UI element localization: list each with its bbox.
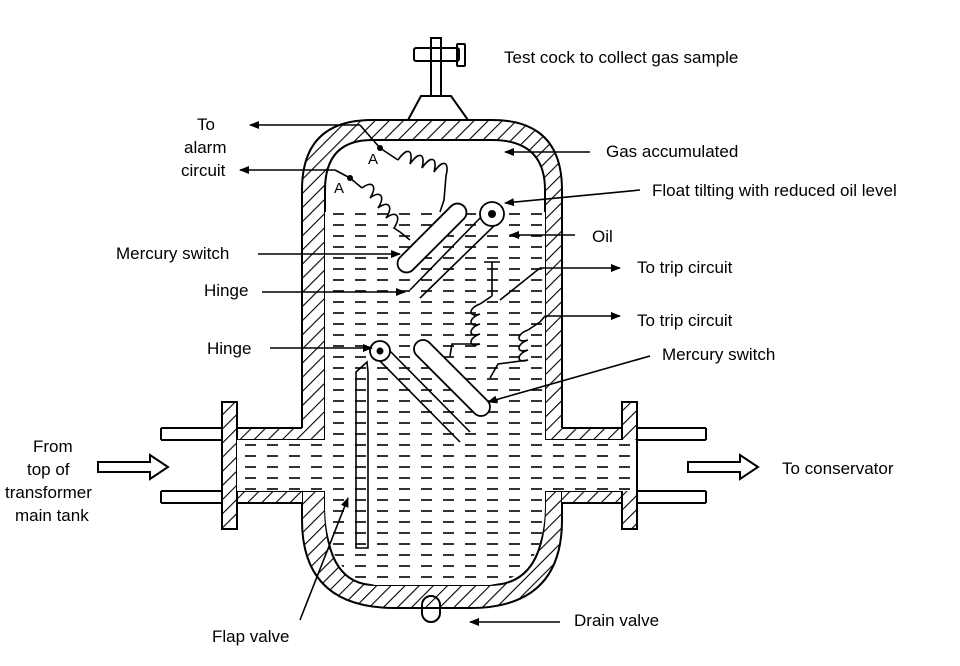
leader-lines bbox=[239, 121, 651, 626]
label-to-trip-circuit-2: To trip circuit bbox=[637, 311, 733, 330]
label-to-conservator: To conservator bbox=[782, 459, 894, 478]
label-terminal-a-lower: A bbox=[334, 180, 344, 197]
label-from-line3: transformer bbox=[5, 483, 92, 502]
label-to-alarm-line1: To bbox=[197, 115, 215, 134]
labels: Test cock to collect gas sample To alarm… bbox=[5, 48, 897, 646]
left-flange bbox=[160, 401, 238, 530]
label-flap-valve: Flap valve bbox=[212, 627, 289, 646]
label-test-cock: Test cock to collect gas sample bbox=[504, 48, 738, 67]
outlet-arrow-icon bbox=[687, 453, 760, 481]
drain-valve-icon bbox=[421, 595, 441, 623]
upper-float-assembly bbox=[347, 145, 505, 299]
label-oil: Oil bbox=[592, 227, 613, 246]
label-gas-accumulated: Gas accumulated bbox=[606, 142, 738, 161]
label-mercury-switch-upper: Mercury switch bbox=[116, 244, 229, 263]
label-to-alarm-line2: alarm bbox=[184, 138, 227, 157]
label-to-alarm-line3: circuit bbox=[181, 161, 226, 180]
label-terminal-a-upper: A bbox=[368, 151, 378, 168]
label-mercury-switch-lower: Mercury switch bbox=[662, 345, 775, 364]
inlet-arrow-icon bbox=[97, 453, 170, 481]
test-cock-icon bbox=[406, 37, 470, 121]
label-float-tilting: Float tilting with reduced oil level bbox=[652, 181, 897, 200]
label-from-line2: top of bbox=[27, 460, 70, 479]
label-from-line4: main tank bbox=[15, 506, 89, 525]
label-to-trip-circuit-1: To trip circuit bbox=[637, 258, 733, 277]
oil-fill bbox=[237, 212, 636, 585]
label-drain-valve: Drain valve bbox=[574, 611, 659, 630]
label-hinge-upper: Hinge bbox=[204, 281, 248, 300]
label-hinge-lower: Hinge bbox=[207, 339, 251, 358]
label-from-line1: From bbox=[33, 437, 73, 456]
